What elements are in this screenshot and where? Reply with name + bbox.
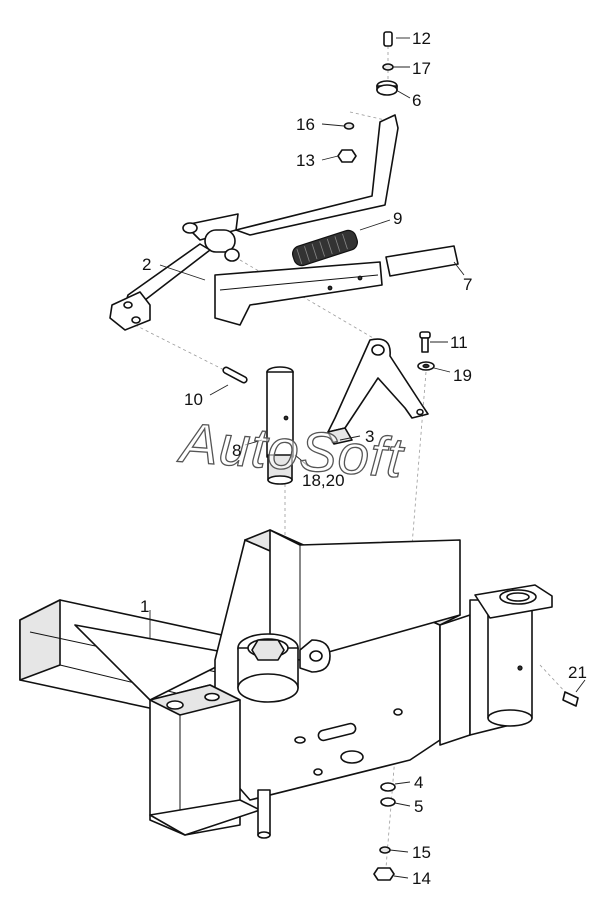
watermark-text: AutoSoft [176,411,407,490]
callout-15: 15 [412,843,431,862]
lever-part-2 [109,114,399,331]
callout-2: 2 [142,255,151,274]
callout-4: 4 [414,773,423,792]
shaft-part-8 [266,366,294,485]
callout-9: 9 [393,209,402,228]
pin-part-10 [222,366,248,384]
spring-part-9 [292,229,358,267]
callout-3: 3 [365,427,374,446]
callout-12: 12 [412,29,431,48]
frame-part-1 [19,529,553,839]
callout-8: 8 [232,441,241,460]
callout-6: 6 [412,91,421,110]
callout-18-20: 18,20 [302,471,345,490]
callout-labels: 12 17 6 16 13 9 2 7 11 19 10 8 3 18,20 1… [140,29,587,888]
hardware-parts [337,31,579,881]
callout-7: 7 [463,275,472,294]
callout-11: 11 [450,333,468,352]
callout-1: 1 [140,597,149,616]
leader-lines [149,37,586,879]
callout-10: 10 [184,390,203,409]
callout-16: 16 [296,115,315,134]
callout-17: 17 [412,59,431,78]
bracket-part-3 [327,338,429,445]
callout-19: 19 [453,366,472,385]
pad-part-7 [385,245,459,277]
callout-13: 13 [296,151,315,170]
callout-14: 14 [412,869,431,888]
callout-21: 21 [568,663,587,682]
callout-5: 5 [414,797,423,816]
